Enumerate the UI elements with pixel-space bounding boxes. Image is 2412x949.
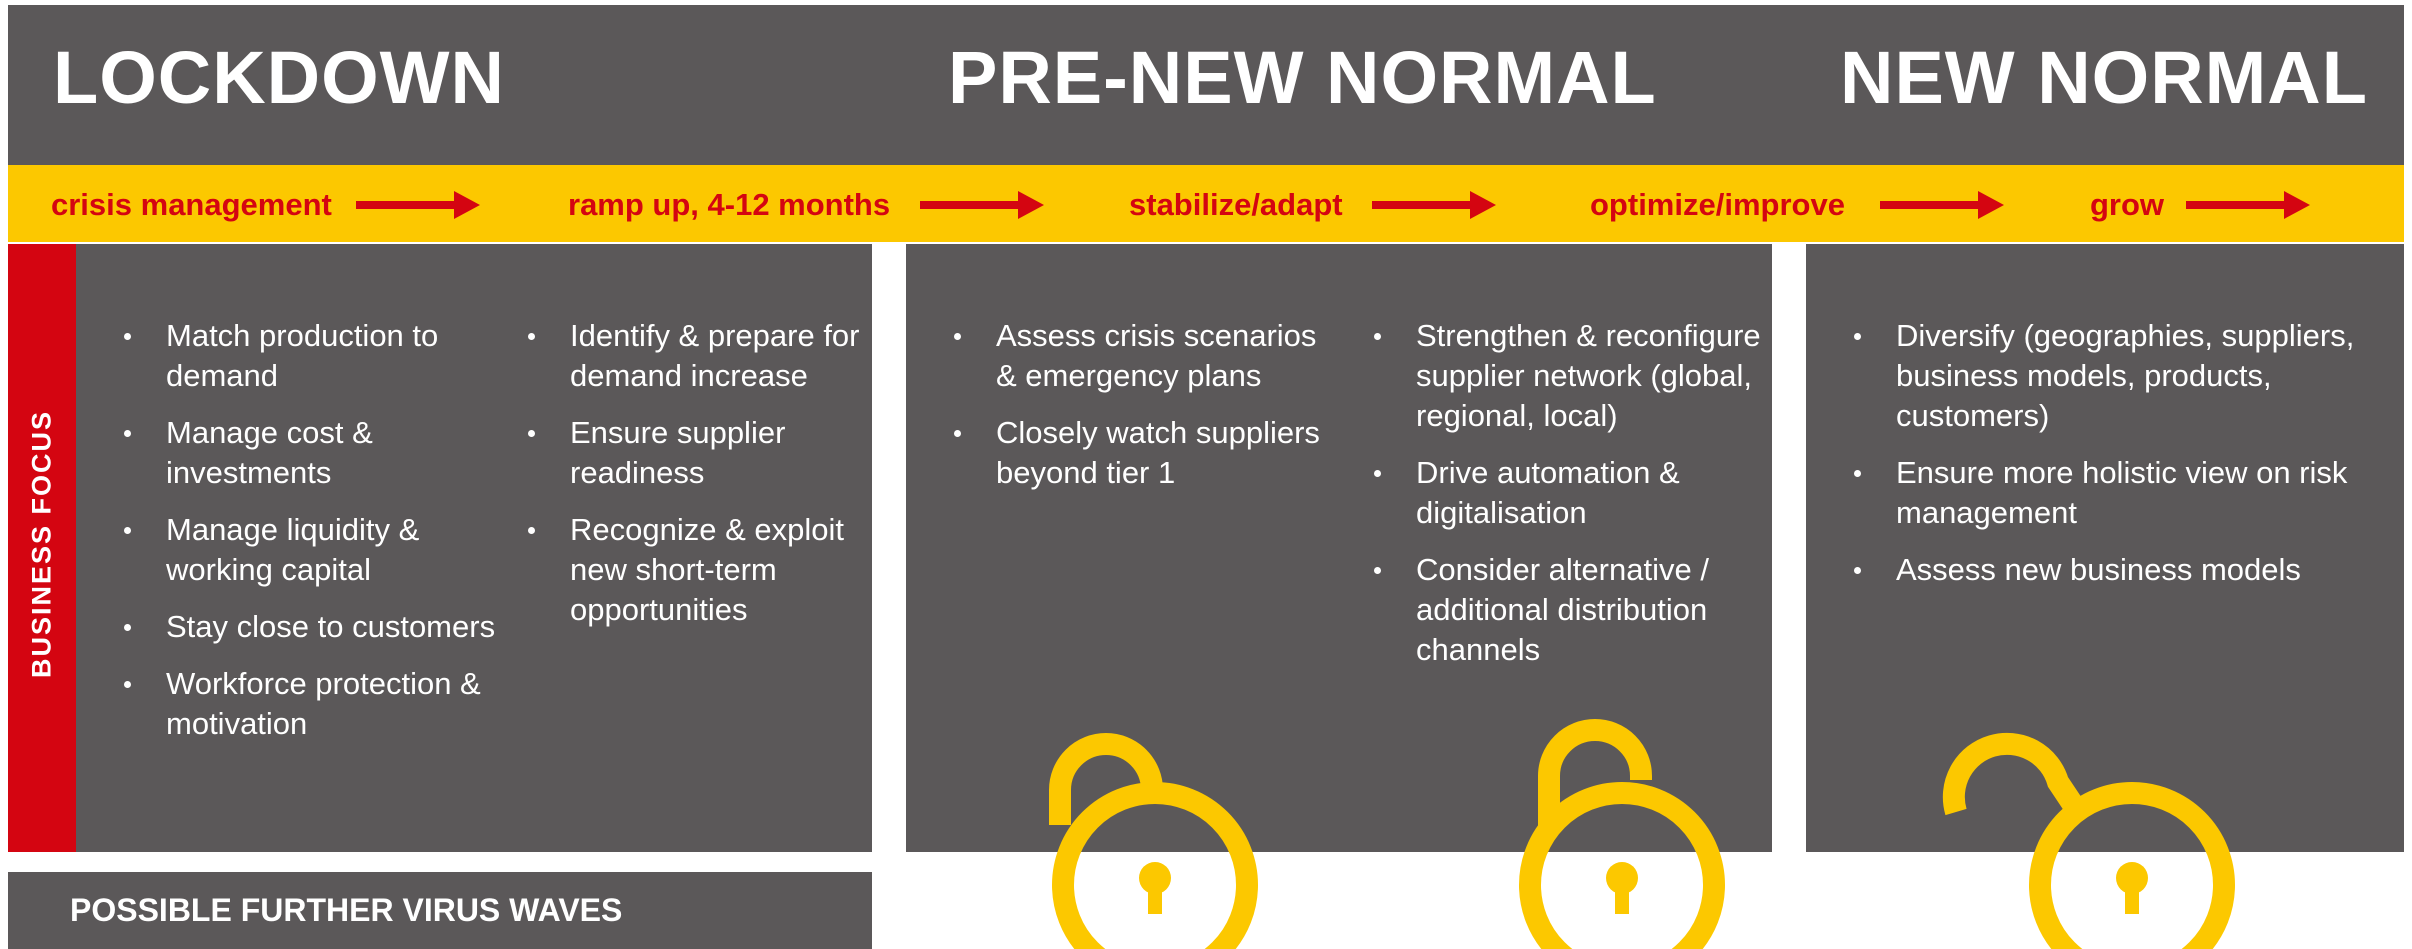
- stage-label-ramp-up: ramp up, 4-12 months: [568, 187, 891, 222]
- padlock-icon: [1519, 719, 1725, 949]
- arrow-right-icon: [1372, 191, 1496, 219]
- stage-label-grow: grow: [2090, 187, 2165, 222]
- business-focus-label: BUSINESS FOCUS: [26, 409, 57, 679]
- list-item: Match production to demand: [118, 316, 508, 396]
- list-item: Stay close to customers: [118, 607, 508, 647]
- arrow-right-icon: [920, 191, 1044, 219]
- list-item: Assess crisis scenarios & emergency plan…: [948, 316, 1338, 396]
- list-item: Diversify (geographies, suppliers, busin…: [1848, 316, 2368, 436]
- list-item: Drive automation & digitalisation: [1368, 453, 1763, 533]
- pre-new-normal-list-2: Strengthen & reconfigure supplier networ…: [1368, 316, 1763, 687]
- stage-band: crisis management ramp up, 4-12 months s…: [8, 165, 2404, 242]
- list-item: Consider alternative / additional distri…: [1368, 550, 1763, 670]
- lockdown-list-1: Match production to demand Manage cost &…: [118, 316, 508, 761]
- list-item: Ensure more holistic view on risk manage…: [1848, 453, 2368, 533]
- padlock-icon: [1942, 732, 2235, 949]
- phase-title-new-normal: NEW NORMAL: [1840, 36, 2368, 119]
- list-item: Identify & prepare for demand increase: [522, 316, 862, 396]
- lockdown-list-2: Identify & prepare for demand increase E…: [522, 316, 862, 647]
- padlock-icon: [1049, 733, 1258, 949]
- pre-new-normal-list-1: Assess crisis scenarios & emergency plan…: [948, 316, 1338, 510]
- stage-label-stabilize-adapt: stabilize/adapt: [1129, 187, 1343, 222]
- business-focus-bar: BUSINESS FOCUS: [8, 244, 76, 852]
- new-normal-panel: Diversify (geographies, suppliers, busin…: [1806, 244, 2404, 852]
- list-item: Workforce protection & motivation: [118, 664, 508, 744]
- new-normal-list: Diversify (geographies, suppliers, busin…: [1848, 316, 2368, 607]
- list-item: Assess new business models: [1848, 550, 2368, 590]
- phase-title-pre-new-normal: PRE-NEW NORMAL: [948, 36, 1657, 119]
- stage-label-optimize-improve: optimize/improve: [1590, 187, 1845, 222]
- phase-header: LOCKDOWN PRE-NEW NORMAL NEW NORMAL: [8, 5, 2404, 165]
- list-item: Closely watch suppliers beyond tier 1: [948, 413, 1338, 493]
- arrow-right-icon: [356, 191, 480, 219]
- virus-waves-label: POSSIBLE FURTHER VIRUS WAVES: [70, 892, 623, 928]
- lockdown-panel: BUSINESS FOCUS Match production to deman…: [8, 244, 872, 852]
- stage-label-crisis-management: crisis management: [51, 187, 332, 222]
- list-item: Ensure supplier readiness: [522, 413, 862, 493]
- arrow-right-icon: [1880, 191, 2004, 219]
- list-item: Recognize & exploit new short-term oppor…: [522, 510, 862, 630]
- list-item: Strengthen & reconfigure supplier networ…: [1368, 316, 1763, 436]
- list-item: Manage liquidity & working capital: [118, 510, 508, 590]
- list-item: Manage cost & investments: [118, 413, 508, 493]
- arrow-right-icon: [2186, 191, 2310, 219]
- virus-waves-band: POSSIBLE FURTHER VIRUS WAVES: [8, 872, 872, 949]
- phase-title-lockdown: LOCKDOWN: [53, 36, 505, 119]
- pre-new-normal-panel: Assess crisis scenarios & emergency plan…: [906, 244, 1772, 852]
